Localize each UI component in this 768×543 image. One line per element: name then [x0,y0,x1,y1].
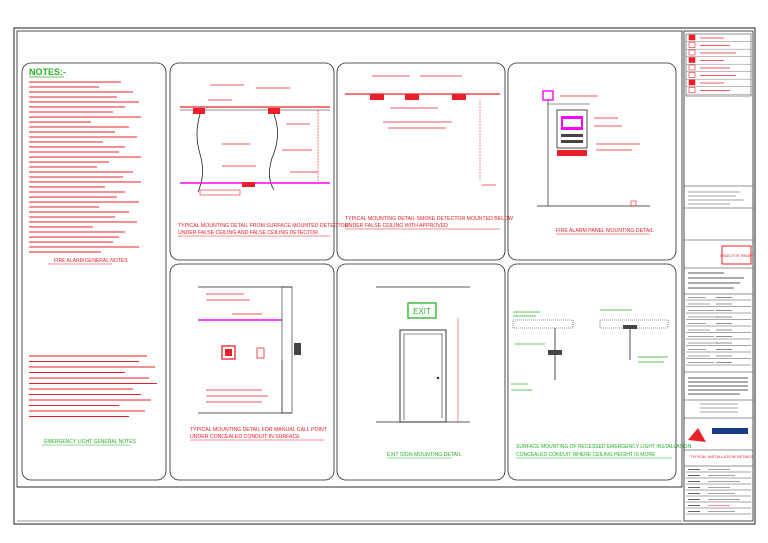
junction-box-icon [542,90,554,101]
detail-caption-line-1: SURFACE MOUNTING OF RECESSED EMERGENCY L… [516,444,692,450]
emergency-light-icon [548,350,562,355]
wall-section [281,286,293,414]
client-text-lines [700,403,738,413]
wall-box [294,343,301,355]
exit-sign-label: EXIT [413,307,431,316]
detail-caption: EXIT SIGN MOUNTING DETAIL [387,452,462,458]
smoke-detector-icon [268,108,280,114]
fire-alarm-notes-lines [29,81,141,253]
emergency-light-icon [623,325,637,329]
legend-symbol-icon [688,57,696,63]
notes-title: NOTES:- [29,67,66,77]
leader-labels [511,309,668,391]
door-handle-icon [436,376,440,380]
detail-frame [336,263,506,481]
floor-marker [630,200,637,207]
door-frame [399,329,447,423]
detail-ceiling-detector: TYPICAL MOUNTING DETAIL FROM SURFACE MOU… [169,62,349,261]
detail-caption-line-2: CONCEALED CONDUIT WHERE CEILING HEIGHT I… [516,452,656,458]
fire-alarm-panel [556,109,588,149]
consultant-logo-bar [712,428,748,434]
smoke-detector-icon [452,94,466,100]
notes-panel: NOTES:- FIRE ALARM GENERAL NOTES EMERGEN… [21,62,167,481]
legend-symbol-icon [688,79,696,86]
tender-stamp [721,245,752,265]
notes-text-lines [688,191,744,205]
detail-frame [507,263,677,481]
company-text-lines [688,272,744,289]
ceiling-section [512,319,574,329]
detail-caption-line-2: UNDER FALSE CEILING WITH APPROVED [345,223,448,229]
detail-frame [336,62,506,261]
title-block-frame [683,30,754,522]
emergency-notes-caption: EMERGENCY LIGHT GENERAL NOTES [44,439,137,445]
legend-symbol-icon [688,64,696,71]
door-leaf [403,333,443,420]
label-box [199,189,241,196]
leader-labels [560,95,640,151]
manual-call-point-button [225,349,232,356]
title-block: ISSUED FOR TENDER TYPICAL INSTALLATION D… [683,30,754,522]
detail-panel-mounting: FIRE ALARM PANEL MOUNTING DETAIL [507,62,677,261]
consultant-logo-icon [688,428,706,442]
drawing-title: TYPICAL INSTALLATION DETAILS [690,454,753,459]
smoke-detector-icon [405,94,419,100]
revision-table [686,297,751,366]
legend-symbol-icon [688,42,696,48]
panel-base [557,150,587,156]
leader-labels [372,75,496,186]
leader-labels [208,84,318,173]
emergency-light-notes-lines [29,355,157,417]
leader-labels [206,293,268,403]
conduit-line [269,113,278,191]
exit-sign-icon [407,302,437,319]
panel-screen [563,119,581,127]
detail-caption-line-1: TYPICAL MOUNTING DETAIL FROM SURFACE MOU… [178,223,349,229]
detail-exit-sign: EXIT EXIT SIGN MOUNTING DETAIL [336,263,506,481]
detail-caption: FIRE ALARM PANEL MOUNTING DETAIL [556,228,654,234]
smoke-detector-icon [193,108,205,114]
legend-symbol-icon [688,72,696,78]
detail-frame [169,263,335,481]
detail-caption-line-2: UNDER FALSE CEILING AND FALSE CEILING DE… [178,230,318,236]
detail-frame [169,62,335,261]
outer-border [13,27,756,525]
legend-symbol-icon [688,49,696,56]
fire-alarm-notes-caption: FIRE ALARM GENERAL NOTES [54,258,128,264]
conduit-line [196,113,203,193]
panel-bar [561,140,583,143]
project-text-lines [688,377,748,395]
detail-caption-line-1: TYPICAL MOUNTING DETAIL SMOKE DETECTOR M… [345,216,513,222]
detail-caption-line-2: UNDER CONCEALED CONDUIT IN SURFACE [190,434,300,440]
smoke-detector-icon [242,182,255,187]
detail-emergency-light: SURFACE MOUNTING OF RECESSED EMERGENCY L… [507,263,692,481]
legend-table [685,33,752,97]
detail-frame [507,62,677,261]
sheet-info-table [686,469,751,515]
detail-call-point: TYPICAL MOUNTING DETAIL FOR MANUAL CALL … [169,263,335,481]
tender-stamp-text: ISSUED FOR TENDER [720,254,754,258]
detail-caption-line-1: TYPICAL MOUNTING DETAIL FOR MANUAL CALL … [190,427,328,433]
legend-symbol-icon [688,87,696,93]
sounder-icon [256,347,265,359]
detail-slab-detector: TYPICAL MOUNTING DETAIL SMOKE DETECTOR M… [336,62,513,261]
smoke-detector-icon [370,94,384,100]
notes-frame [21,62,167,481]
legend-symbol-icon [688,34,696,41]
manual-call-point-icon [221,345,236,360]
panel-bar [561,134,583,137]
